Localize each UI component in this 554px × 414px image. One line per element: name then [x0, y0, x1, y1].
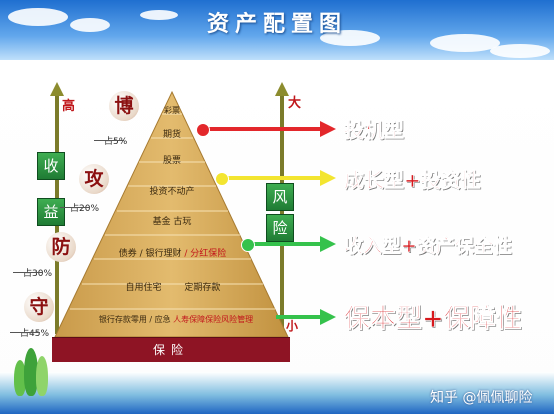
axis-label-big: 大: [288, 96, 302, 111]
pyramid-level: 自用住宅 定期存款: [125, 283, 221, 293]
pyramid-level: 投资不动产: [149, 187, 195, 197]
cloud: [8, 8, 68, 26]
cloud: [70, 18, 110, 32]
pyramid-level: 债券 / 银行理财 / 分红保险: [100, 243, 245, 265]
strategy-circle-gong: 攻: [79, 164, 109, 194]
strategy-circle-bo: 博: [109, 91, 139, 121]
risk-box-xian: 险: [266, 214, 294, 242]
risk-box-feng: 风: [266, 183, 294, 211]
left-axis-arrowhead: [50, 82, 64, 96]
pyramid-level: 彩票: [164, 106, 180, 115]
pyramid-level-text: 债券 / 银行理财: [118, 249, 182, 259]
arrow-origin-dot: [215, 172, 229, 186]
cloud: [140, 10, 178, 20]
grass-tuft: [14, 360, 26, 396]
watermark: 知乎 @佩佩聊险: [430, 390, 533, 406]
return-box-shou: 收: [37, 152, 65, 180]
arrow-origin-dot: [241, 238, 255, 252]
insurance-base: 保险: [52, 337, 290, 362]
grass-tuft: [36, 356, 48, 396]
cloud: [430, 34, 500, 52]
axis-label-small: 小: [286, 319, 299, 333]
sky-header: [0, 0, 554, 60]
axis-label-high: 高: [62, 99, 76, 114]
arrow-label-principal: 保本型+保障性: [344, 304, 522, 335]
return-box-yi: 益: [37, 198, 65, 226]
strategy-circle-fang: 防: [46, 232, 76, 262]
arrow-label-income: 收入型+资产保全性: [344, 235, 513, 258]
pyramid-level-highlight: / 分红保险: [184, 249, 227, 259]
pyramid-level: 基金 古玩: [152, 217, 192, 227]
percentage-label: 占45%: [10, 326, 49, 339]
pyramid-level-text: 银行存款零用 / 应急: [98, 315, 171, 324]
strategy-circle-shou: 守: [24, 292, 54, 322]
cloud: [490, 44, 550, 58]
percentage-label: 占5%: [94, 134, 127, 147]
arrow-origin-dot: [196, 123, 210, 137]
diagram-title: 资产配置图: [206, 11, 347, 37]
cloud: [320, 30, 380, 46]
pyramid-level: 股票: [162, 156, 181, 166]
percentage-label: 占30%: [13, 266, 52, 279]
pyramid-level-highlight: 人寿保障保险风险管理: [173, 315, 254, 324]
arrow-label-growth: 成长型+投资性: [344, 168, 481, 193]
grass-tuft: [24, 348, 38, 396]
arrow-label-speculative: 投机型: [344, 118, 405, 143]
pyramid-level: 期货: [162, 130, 181, 140]
percentage-label: 占20%: [60, 201, 99, 214]
bottom-band: [0, 372, 554, 414]
pyramid-level: 银行存款零用 / 应急 人寿保障保险风险管理: [76, 309, 276, 331]
right-axis-arrowhead: [275, 82, 289, 96]
